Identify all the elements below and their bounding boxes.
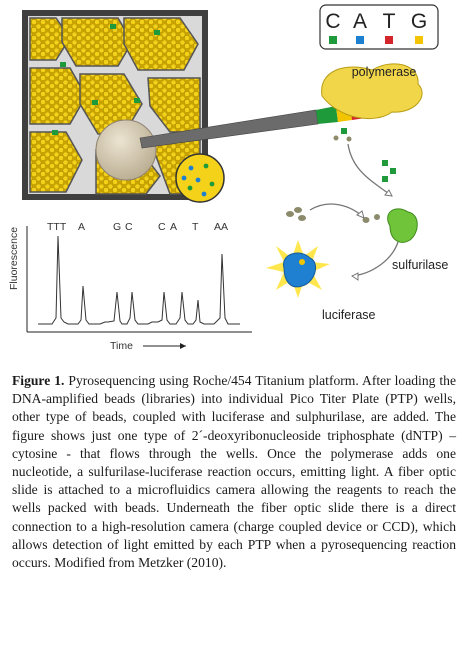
polymerase-label: polymerase [352,65,417,79]
sulfurilase-label: sulfurilase [392,258,448,272]
legend-swatch-g [415,36,423,44]
figure-caption: Figure 1. Pyrosequencing using Roche/454… [12,372,456,572]
trace-xlabel: Time [110,340,133,352]
trace-ylabel: Fluorescence [8,227,20,290]
legend-letter-t: T [383,10,396,33]
sulfurilase-enzyme [387,208,418,243]
legend-swatch-c [329,36,337,44]
nucleotide-legend: C A T G [319,4,439,50]
peak-label-aa: AA [214,221,228,233]
caption-label: Figure 1. [12,373,65,388]
peak-label-c-1: C [125,221,133,233]
peak-label-a-2: A [170,221,177,233]
caption-text: Pyrosequencing using Roche/454 Titanium … [12,373,456,571]
legend-swatch-a [356,36,364,44]
peak-label-c-2: C [158,221,166,233]
pyrogram-trace [38,235,240,325]
luciferase-label: luciferase [322,308,376,322]
pyrogram-panel: Fluorescence Time TTT A G C C A T AA [8,221,252,352]
bead-zoom-inset [175,153,225,203]
peak-label-a-1: A [78,221,85,233]
peak-label-t: T [192,221,199,233]
pyrosequencing-figure: C A T G polymerase sulfurilase [8,4,448,352]
ptp-plate-illustration [22,10,208,200]
legend-letter-c: C [325,10,340,33]
luciferase-enzyme [266,240,330,298]
legend-letter-a: A [353,10,367,33]
legend-swatch-t [385,36,393,44]
reaction-flow [286,128,399,281]
polymerase-enzyme [321,63,423,119]
peak-label-g: G [113,221,121,233]
peak-label-ttt: TTT [47,221,67,233]
legend-letter-g: G [411,10,427,33]
